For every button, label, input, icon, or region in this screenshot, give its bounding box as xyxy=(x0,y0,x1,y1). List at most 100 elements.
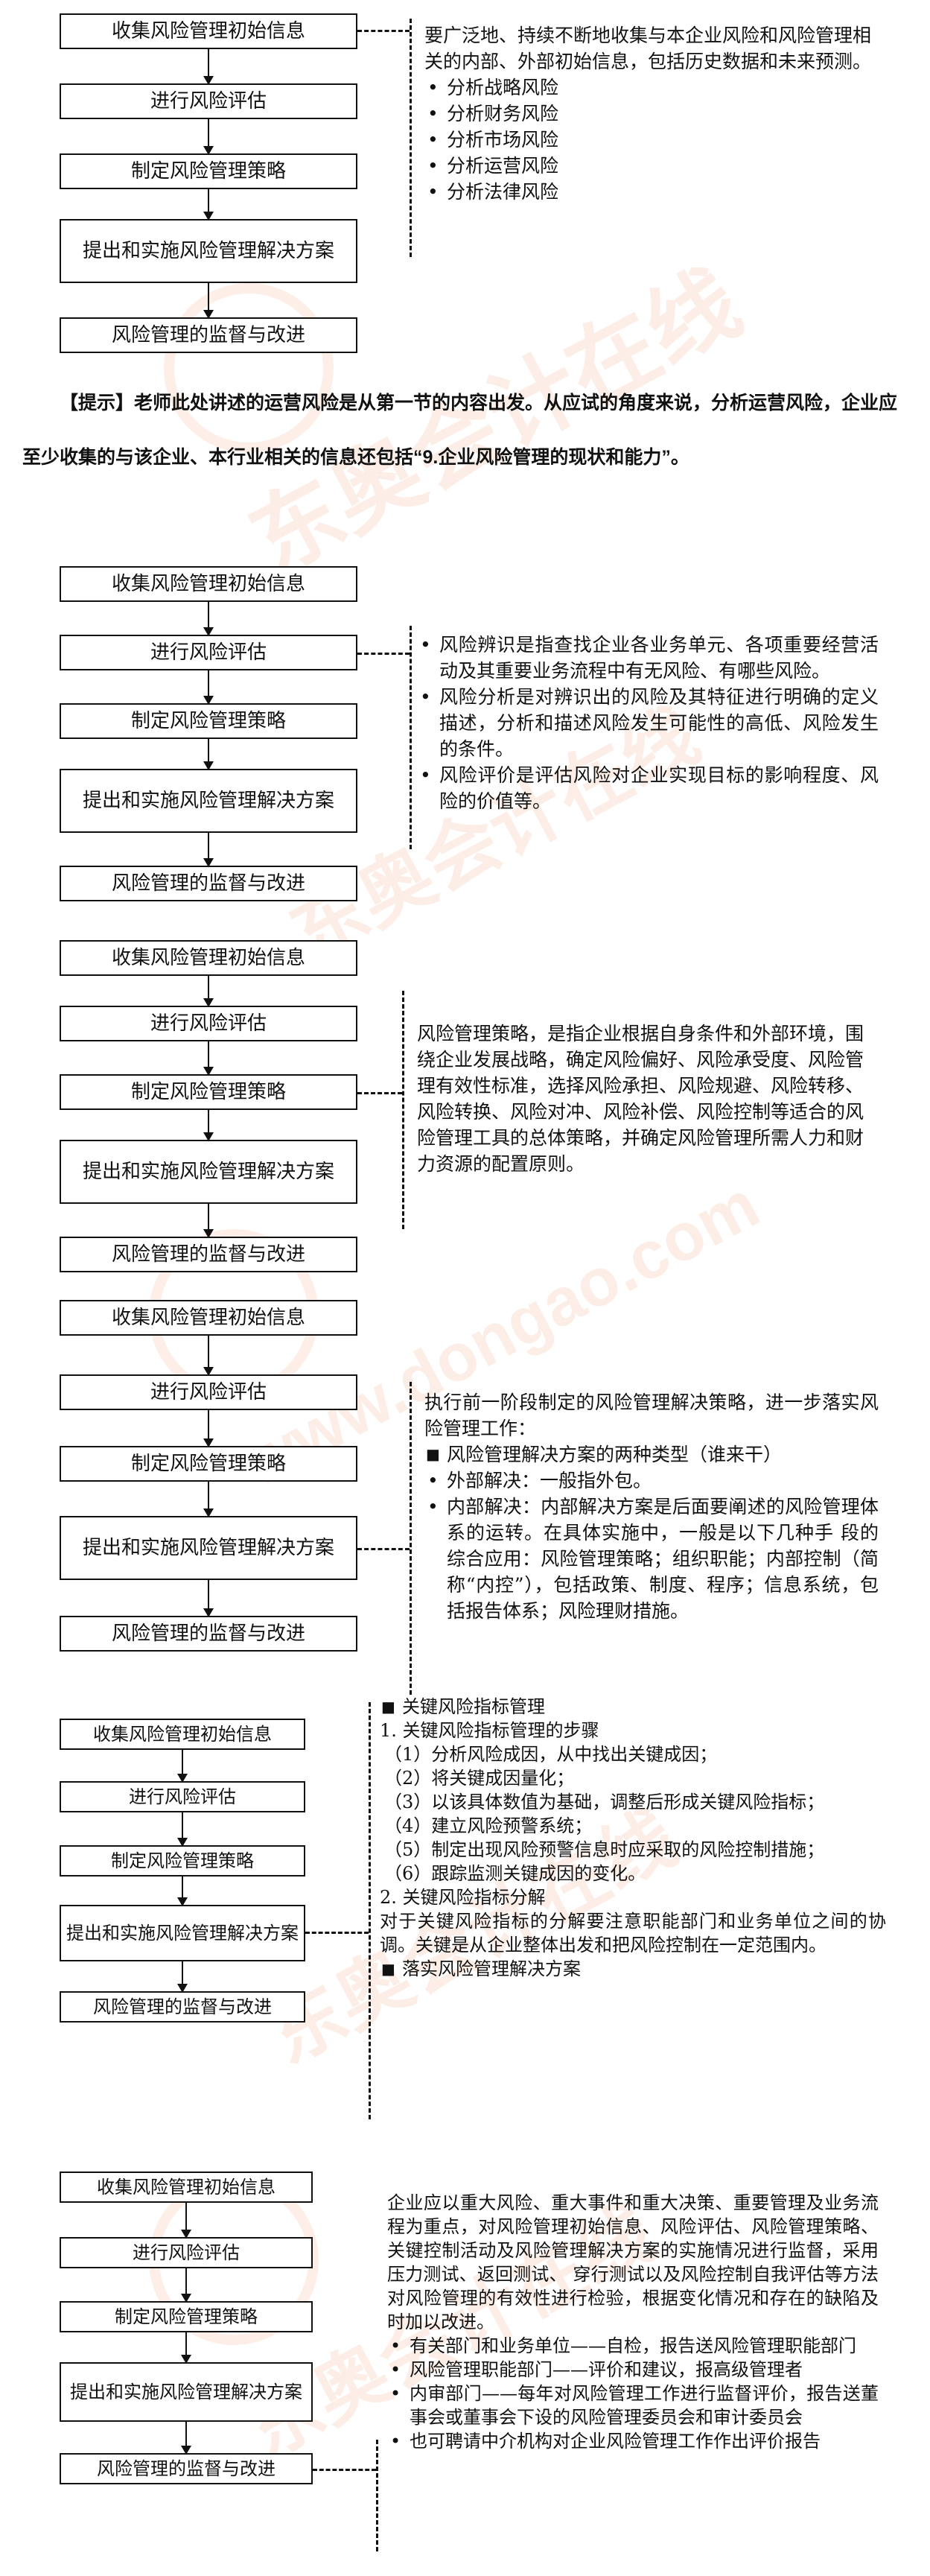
monitor-list: 有关部门和业务单位——自检，报告送风险管理职能部门 风险管理职能部门——评价和建… xyxy=(387,2334,879,2453)
flow-step-solution: 提出和实施风险管理解决方案 xyxy=(60,769,357,833)
flow-panel-3: 收集风险管理初始信息 进行风险评估 制定风险管理策略 提出和实施风险管理解决方案… xyxy=(0,931,930,1296)
list-item: 分析市场风险 xyxy=(424,127,871,153)
kri-footer: 落实风险管理解决方案 xyxy=(380,1957,886,1981)
flow-arrow xyxy=(203,1110,214,1141)
flow-arrow xyxy=(203,739,214,770)
flow-arrow xyxy=(203,1336,214,1376)
connector-bracket xyxy=(410,19,412,257)
collect-intro: 要广泛地、持续不断地收集与本企业风险和风险管理相关的内部、外部初始信息，包括历史… xyxy=(424,25,872,72)
flow-arrow xyxy=(181,2268,191,2303)
kri-step: （5）制定出现风险预警信息时应采取的风险控制措施； xyxy=(384,1839,825,1860)
flow-step-assess: 进行风险评估 xyxy=(60,1781,305,1812)
solution-heading: 风险管理解决方案的两种类型（谁来干） xyxy=(424,1441,879,1468)
strategy-text: 风险管理策略，是指企业根据自身条件和外部环境，围绕企业发展战略，确定风险偏好、风… xyxy=(417,1023,864,1175)
flow-step-assess: 进行风险评估 xyxy=(60,83,357,119)
strategy-note: 风险管理策略，是指企业根据自身条件和外部环境，围绕企业发展战略，确定风险偏好、风… xyxy=(417,1021,864,1177)
kri-decompose-heading: 2. 关键风险指标分解 xyxy=(380,1887,546,1908)
list-item: 风险辨识是指查找企业各业务单元、各项重要经营活动及其重要业务流程中有无风险、有哪… xyxy=(417,632,879,684)
flow-step-monitor: 风险管理的监督与改进 xyxy=(60,1616,357,1652)
kri-step: （1）分析风险成因，从中找出关键成因； xyxy=(384,1744,718,1765)
flow-step-assess: 进行风险评估 xyxy=(60,2237,313,2268)
flow-step-monitor: 风险管理的监督与改进 xyxy=(60,2453,313,2484)
kri-note: 关键风险指标管理 1. 关键风险指标管理的步骤 （1）分析风险成因，从中找出关键… xyxy=(380,1695,886,1981)
flow-arrow xyxy=(203,670,214,705)
flow-panel-2: 收集风险管理初始信息 进行风险评估 制定风险管理策略 提出和实施风险管理解决方案… xyxy=(0,559,930,931)
list-item: 内部解决：内部解决方案是后面要阐述的风险管理体系的运转。在具体实施中，一般是以下… xyxy=(424,1494,879,1624)
flow-arrow xyxy=(181,2332,191,2364)
connector-line xyxy=(357,653,410,655)
flow-step-collect: 收集风险管理初始信息 xyxy=(60,940,357,976)
connector-line xyxy=(357,1548,410,1550)
flow-step-solution: 提出和实施风险管理解决方案 xyxy=(60,219,357,283)
assess-list: 风险辨识是指查找企业各业务单元、各项重要经营活动及其重要业务流程中有无风险、有哪… xyxy=(417,632,879,814)
flow-step-collect: 收集风险管理初始信息 xyxy=(60,2171,313,2203)
flow-arrow xyxy=(203,283,214,319)
flow-arrow xyxy=(203,1041,214,1076)
flow-panel-4: 收集风险管理初始信息 进行风险评估 制定风险管理策略 提出和实施风险管理解决方案… xyxy=(0,1300,930,1695)
flow-step-monitor: 风险管理的监督与改进 xyxy=(60,1991,305,2023)
connector-line xyxy=(357,30,410,32)
flow-arrow xyxy=(203,1204,214,1238)
flow-step-strategy: 制定风险管理策略 xyxy=(60,1845,305,1877)
list-item: 有关部门和业务单位——自检，报告送风险管理职能部门 xyxy=(387,2334,879,2358)
flow-arrow xyxy=(177,1877,188,1906)
flow-step-solution: 提出和实施风险管理解决方案 xyxy=(60,2362,313,2422)
connector-bracket xyxy=(376,2440,378,2551)
list-item: 分析战略风险 xyxy=(424,74,871,101)
kri-step: （2）将关键成因量化； xyxy=(384,1768,575,1789)
flow-arrow xyxy=(177,1812,188,1847)
flow-panel-1: 收集风险管理初始信息 进行风险评估 制定风险管理策略 提出和实施风险管理解决方案… xyxy=(0,0,930,372)
flow-step-collect: 收集风险管理初始信息 xyxy=(60,1719,305,1750)
flow-arrow xyxy=(203,833,214,867)
list-item: 风险分析是对辨识出的风险及其特征进行明确的定义描述，分析和描述风险发生可能性的高… xyxy=(417,684,879,762)
flow-arrow xyxy=(181,2203,191,2239)
hint-text: 老师此处讲述的运营风险是从第一节的内容出发。从应试的角度来说，分析运营风险，企业… xyxy=(22,393,898,468)
flow-step-strategy: 制定风险管理策略 xyxy=(60,1446,357,1482)
solution-intro: 执行前一阶段制定的风险管理解决策略，进一步落实风险管理工作： xyxy=(424,1392,879,1439)
assess-note: 风险辨识是指查找企业各业务单元、各项重要经营活动及其重要业务流程中有无风险、有哪… xyxy=(417,632,879,814)
flow-arrow xyxy=(203,49,214,85)
list-item: 分析财务风险 xyxy=(424,101,871,127)
flow-arrow xyxy=(203,1580,214,1617)
connector-line xyxy=(357,1092,402,1094)
connector-bracket xyxy=(369,1702,371,2119)
kri-step: （6）跟踪监测关键成因的变化。 xyxy=(384,1863,646,1884)
solution-note: 执行前一阶段制定的风险管理解决策略，进一步落实风险管理工作： 风险管理解决方案的… xyxy=(424,1389,879,1624)
flow-step-collect: 收集风险管理初始信息 xyxy=(60,13,357,49)
flow-step-assess: 进行风险评估 xyxy=(60,635,357,670)
connector-bracket xyxy=(402,991,404,1229)
kri-title: 关键风险指标管理 xyxy=(380,1695,886,1719)
hint-label: 【提示】 xyxy=(60,393,135,413)
list-item: 风险管理职能部门——评价和建议，报高级管理者 xyxy=(387,2358,879,2382)
hint-paragraph: 【提示】老师此处讲述的运营风险是从第一节的内容出发。从应试的角度来说，分析运营风… xyxy=(22,376,901,485)
collect-note: 要广泛地、持续不断地收集与本企业风险和风险管理相关的内部、外部初始信息，包括历史… xyxy=(424,22,871,205)
list-item: 分析法律风险 xyxy=(424,179,871,205)
flow-step-monitor: 风险管理的监督与改进 xyxy=(60,317,357,353)
kri-step: （3）以该具体数值为基础，调整后形成关键风险指标； xyxy=(384,1792,825,1812)
flow-step-strategy: 制定风险管理策略 xyxy=(60,703,357,739)
connector-bracket xyxy=(410,1382,412,1695)
kri-steps-heading: 1. 关键风险指标管理的步骤 xyxy=(380,1720,599,1741)
flow-arrow xyxy=(203,602,214,636)
flow-step-monitor: 风险管理的监督与改进 xyxy=(60,1237,357,1272)
kri-step: （4）建立风险预警系统； xyxy=(384,1815,593,1836)
connector-line xyxy=(305,1932,369,1934)
flow-step-monitor: 风险管理的监督与改进 xyxy=(60,866,357,901)
flow-panel-5: 收集风险管理初始信息 进行风险评估 制定风险管理策略 提出和实施风险管理解决方案… xyxy=(0,1687,930,2134)
flow-step-solution: 提出和实施风险管理解决方案 xyxy=(60,1905,305,1961)
flow-arrow xyxy=(203,1410,214,1447)
flow-step-collect: 收集风险管理初始信息 xyxy=(60,566,357,602)
flow-step-solution: 提出和实施风险管理解决方案 xyxy=(60,1140,357,1204)
list-item: 也可聘请中介机构对企业风险管理工作作出评价报告 xyxy=(387,2429,879,2453)
list-item: 风险评价是评估风险对企业实现目标的影响程度、风险的价值等。 xyxy=(417,762,879,814)
flow-arrow xyxy=(181,2422,191,2455)
flow-arrow xyxy=(203,189,214,221)
flow-step-strategy: 制定风险管理策略 xyxy=(60,153,357,189)
collect-risk-list: 分析战略风险 分析财务风险 分析市场风险 分析运营风险 分析法律风险 xyxy=(424,74,871,205)
flow-step-collect: 收集风险管理初始信息 xyxy=(60,1300,357,1336)
list-item: 分析运营风险 xyxy=(424,153,871,179)
kri-footer-list: 落实风险管理解决方案 xyxy=(380,1957,886,1981)
monitor-note: 企业应以重大风险、重大事件和重大决策、重要管理及业务流程为重点，对风险管理初始信… xyxy=(387,2191,879,2453)
connector-line xyxy=(313,2469,376,2471)
flow-arrow xyxy=(203,1482,214,1517)
